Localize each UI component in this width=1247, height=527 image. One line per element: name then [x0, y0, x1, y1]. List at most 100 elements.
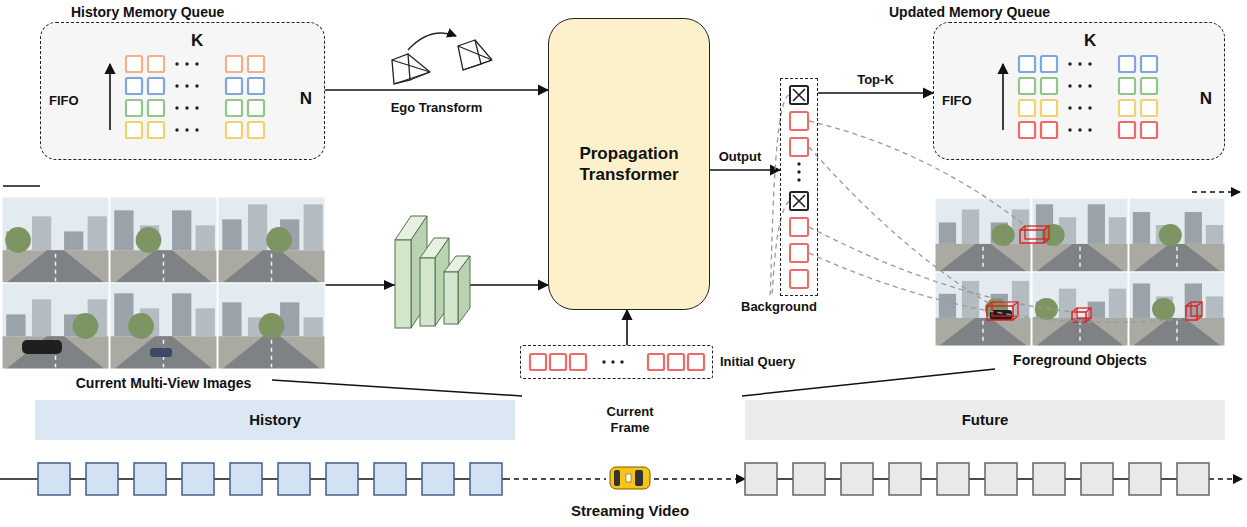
history-frame [134, 463, 166, 495]
ellipsis-dot [195, 128, 198, 131]
building [1185, 283, 1202, 317]
future-frame [985, 463, 1017, 495]
camera-ray [458, 46, 492, 60]
history-frame [278, 463, 310, 495]
discard-mark [793, 195, 805, 207]
ellipsis-dot [1078, 84, 1081, 87]
query-slot [226, 56, 242, 72]
leader-line [809, 253, 1188, 322]
panel-border [218, 283, 325, 369]
connector-arrow [325, 89, 548, 91]
query-slot [1141, 100, 1157, 116]
building [962, 281, 979, 318]
query-slot [248, 56, 264, 72]
car [150, 348, 172, 357]
bbox-3d [1025, 226, 1049, 239]
panel-border [1032, 198, 1128, 272]
image-panel [218, 283, 325, 369]
output-slot [790, 192, 808, 210]
tree [128, 313, 154, 339]
ground [218, 250, 325, 283]
future-frame [841, 463, 873, 495]
ellipsis-dot [175, 128, 178, 131]
node-text: N [1200, 89, 1212, 109]
road [939, 244, 1027, 272]
node-text: FIFO [942, 93, 972, 109]
timeline [654, 478, 745, 480]
image-panel [110, 197, 217, 283]
future-frame [745, 463, 777, 495]
ground [110, 250, 217, 283]
road [1133, 244, 1221, 272]
building [304, 204, 323, 250]
edge-label: Output [719, 149, 762, 165]
node-text: N [300, 89, 312, 109]
tree [73, 313, 99, 339]
ground [110, 336, 217, 369]
ellipsis-dot [602, 360, 605, 363]
caption-label: Current Frame [590, 404, 670, 435]
camera-ray [394, 72, 430, 84]
query-slot [148, 100, 164, 116]
panel-border [935, 198, 1031, 272]
panel-border [1129, 198, 1225, 272]
ellipsis-dot [611, 360, 614, 363]
road [114, 250, 212, 283]
ellipsis-dot [185, 84, 188, 87]
building [1206, 296, 1223, 317]
building [939, 294, 956, 318]
history-frame [86, 463, 118, 495]
query-slot [248, 100, 264, 116]
query-slot [648, 354, 664, 370]
panel-border [2, 283, 109, 369]
tree [1152, 298, 1175, 320]
camera-ray [463, 60, 492, 70]
ellipsis-dot [797, 178, 800, 181]
query-slot [248, 122, 264, 138]
node-text: Current Multi-View Images [2, 375, 325, 392]
history-frame [422, 463, 454, 495]
query-slot [226, 100, 242, 116]
ground [935, 318, 1031, 346]
image-panel [218, 197, 325, 283]
output-slot [790, 112, 808, 130]
ego-car [610, 467, 650, 489]
memory-queue: History Memory QueueKNFIFO [40, 22, 325, 160]
output-slot [790, 138, 808, 156]
fifo-arrow [109, 64, 111, 130]
bbox-3d [1072, 308, 1091, 322]
leader-line [809, 147, 990, 304]
ellipsis-dot [1068, 128, 1071, 131]
ellipsis-dot [175, 106, 178, 109]
ellipsis-dot [185, 128, 188, 131]
panel-border [218, 197, 325, 283]
timeline [505, 478, 606, 480]
node-text: Propagation Transformer [557, 143, 701, 186]
ground [218, 336, 325, 369]
future-frame [1177, 463, 1209, 495]
query-slot [1041, 56, 1057, 72]
road [114, 336, 212, 369]
ellipsis-dot [1078, 106, 1081, 109]
lane-mark [271, 254, 273, 282]
building [939, 222, 956, 243]
tree [5, 227, 31, 253]
query-slot [1041, 122, 1057, 138]
building [1109, 217, 1126, 244]
history-frame [374, 463, 406, 495]
timeline-band: History [35, 400, 515, 440]
ellipsis-dot [620, 360, 623, 363]
taxi-sign [626, 474, 631, 482]
future-frame [793, 463, 825, 495]
rotation-arrow [408, 33, 456, 50]
building [1133, 212, 1150, 244]
query-slot [226, 122, 242, 138]
ellipsis-dot [797, 170, 800, 173]
building [32, 299, 51, 336]
output-slot [790, 244, 808, 262]
building [1088, 204, 1105, 244]
ground [935, 244, 1031, 272]
bbox-3d [1186, 302, 1202, 320]
node-text: K [1084, 31, 1096, 51]
query-slot [126, 78, 142, 94]
